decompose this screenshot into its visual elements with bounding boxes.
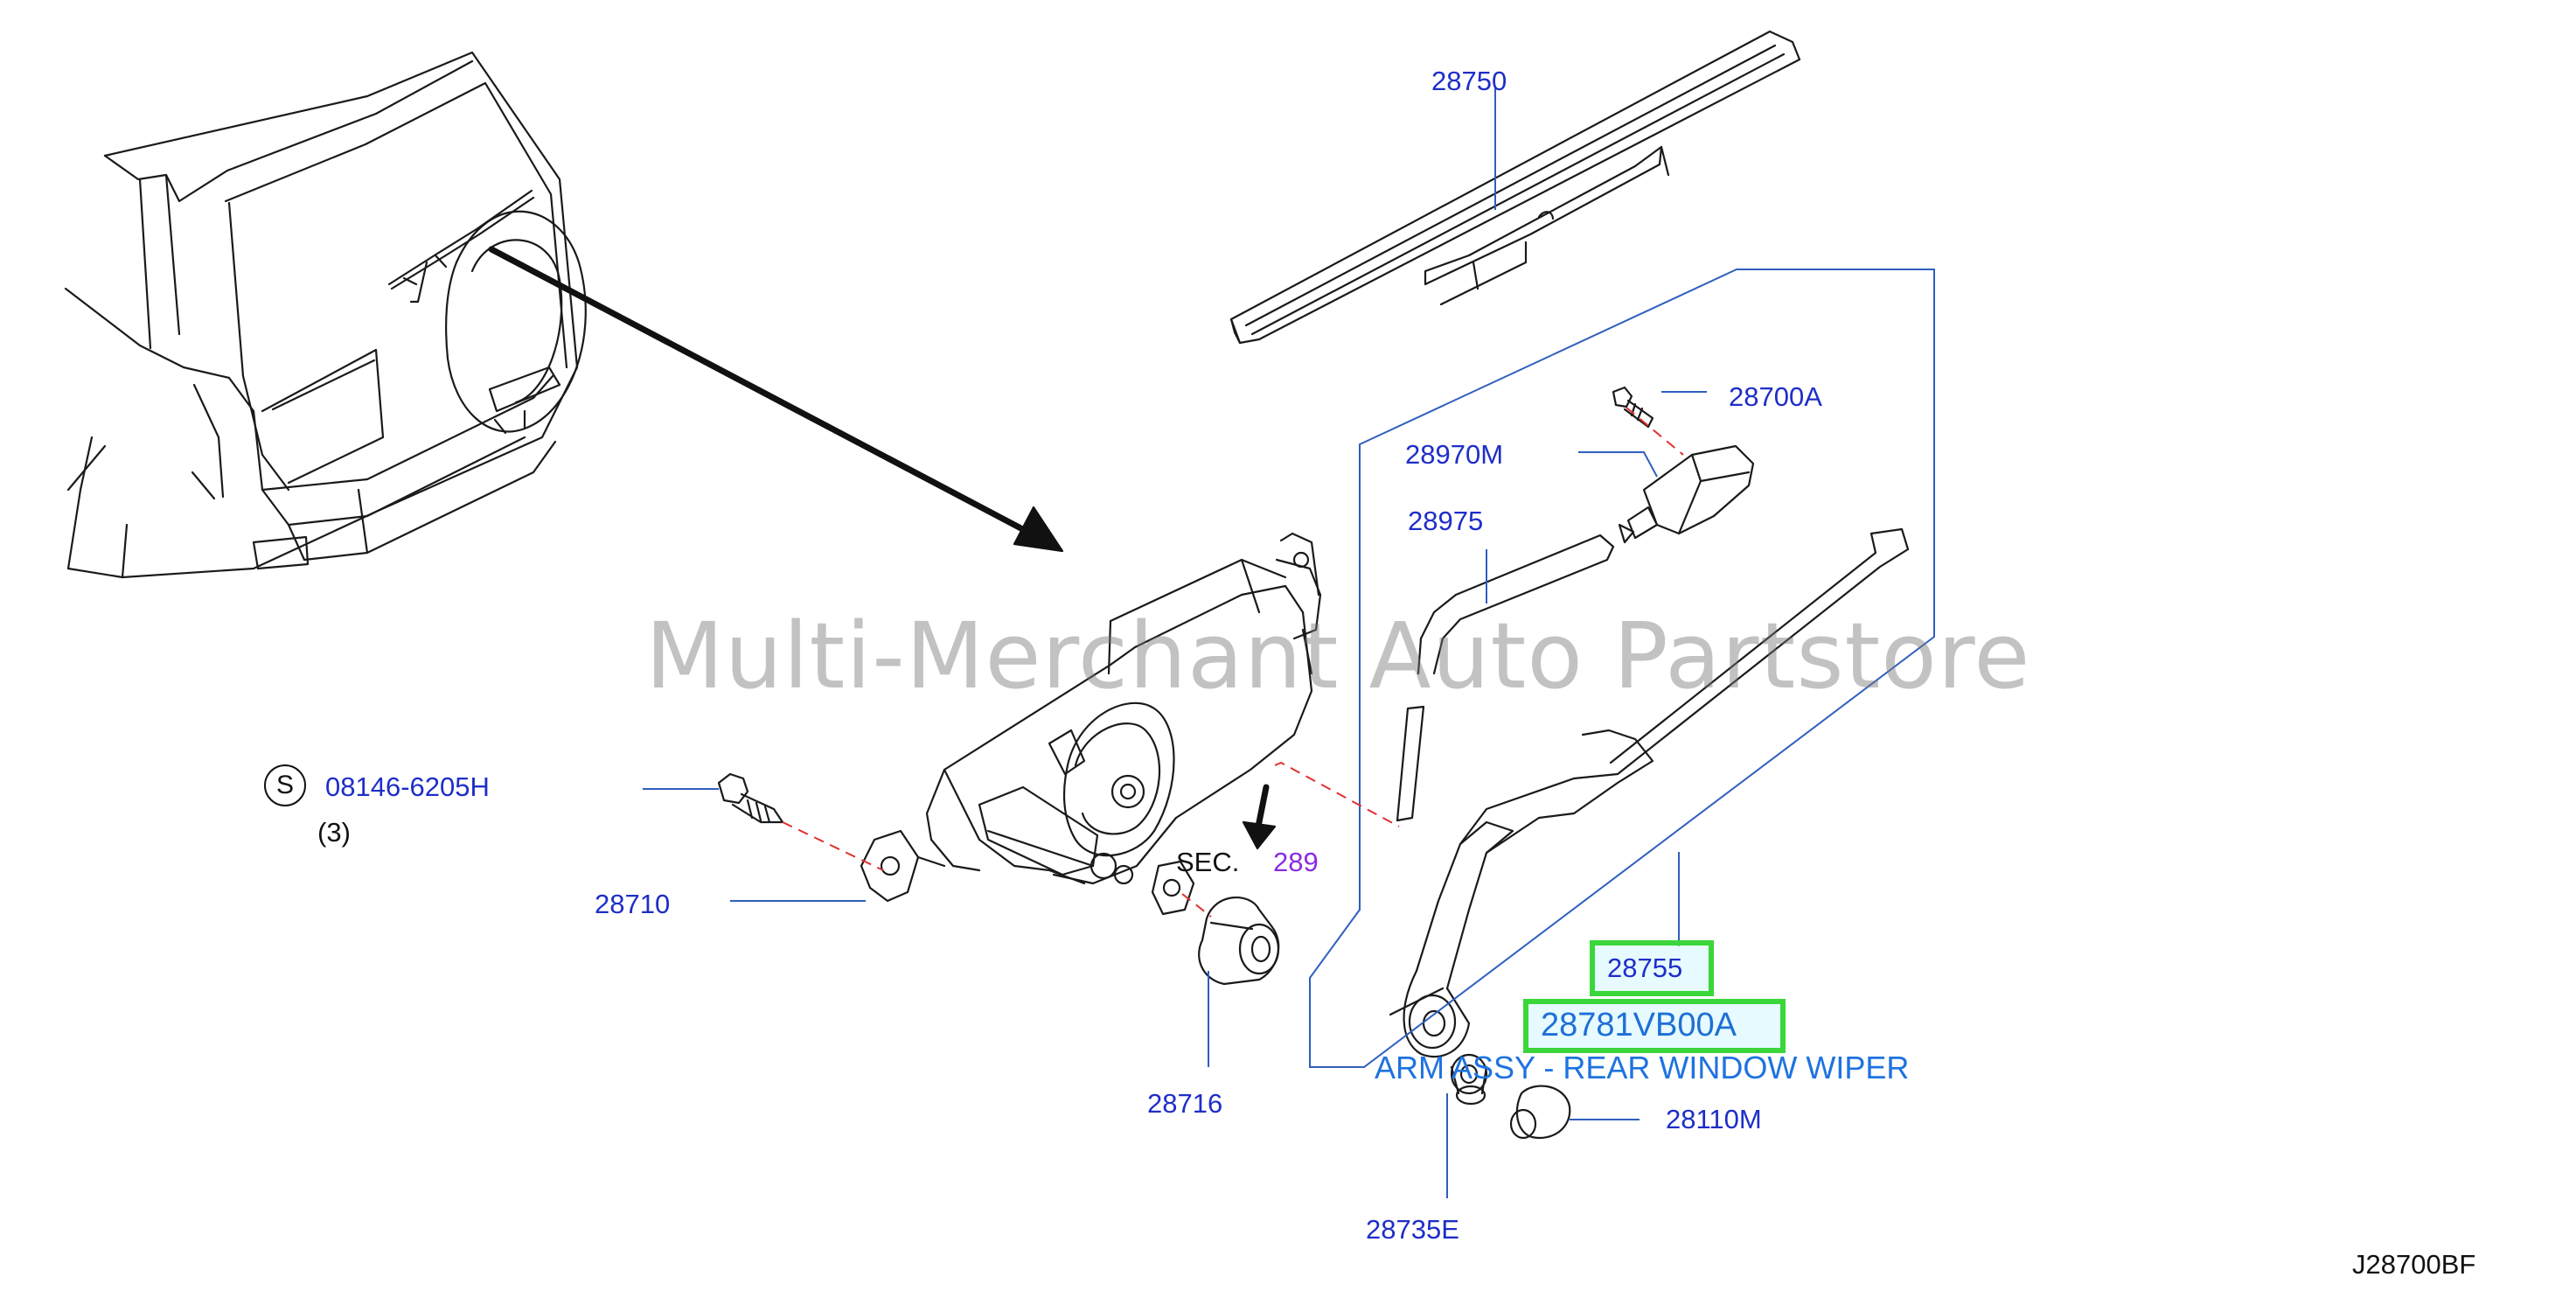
highlight-box-part-number <box>1523 999 1786 1053</box>
nozzle-drawing <box>1612 386 1755 544</box>
highlight-box-arm <box>1590 940 1714 996</box>
wiper-blade-drawing <box>1229 30 1801 345</box>
diagram-code: J28700BF <box>2352 1249 2476 1280</box>
part-label-grommet[interactable]: 28716 <box>1147 1088 1223 1119</box>
part-label-washer[interactable]: 28735E <box>1366 1214 1459 1245</box>
part-label-screw[interactable]: 28700A <box>1729 381 1822 412</box>
section-ref-prefix: SEC. <box>1176 847 1240 877</box>
vehicle-illustration <box>64 51 587 579</box>
part-label-cap[interactable]: 28110M <box>1666 1104 1762 1134</box>
washer-drawing <box>1450 1053 1488 1106</box>
part-label-motor[interactable]: 28710 <box>595 889 671 919</box>
highlight-description: ARM ASSY - REAR WINDOW WIPER <box>1375 1050 1910 1085</box>
arrow-icon <box>488 246 1064 553</box>
section-arrow-icon <box>1242 784 1277 850</box>
part-label-blade[interactable]: 28750 <box>1431 66 1507 96</box>
wiper-motor-drawing <box>860 532 1322 916</box>
hose-drawing <box>1396 534 1615 822</box>
wiper-arm-drawing <box>1389 527 1910 1058</box>
watermark-text: Multi-Merchant Auto Partstore <box>645 603 2031 709</box>
bolt-quantity: (3) <box>317 817 351 848</box>
part-label-bolt[interactable]: 08146-6205H <box>325 771 490 802</box>
part-label-arm[interactable]: 28755 <box>1607 953 1683 983</box>
highlight-part-number[interactable]: 28781VB00A <box>1541 1007 1737 1043</box>
cap-drawing <box>1509 1085 1571 1140</box>
bolt-drawing <box>717 772 784 824</box>
section-ref-link[interactable]: 289 <box>1273 847 1319 877</box>
arm-assembly-outline <box>1309 269 1935 1068</box>
grommet-drawing <box>1198 897 1280 986</box>
leader-lines <box>643 86 1707 1198</box>
part-label-nozzle[interactable]: 28970M <box>1405 439 1504 470</box>
standard-part-symbol: S <box>264 764 306 806</box>
part-label-hose[interactable]: 28975 <box>1408 506 1484 536</box>
dashed-guides <box>782 407 1684 918</box>
